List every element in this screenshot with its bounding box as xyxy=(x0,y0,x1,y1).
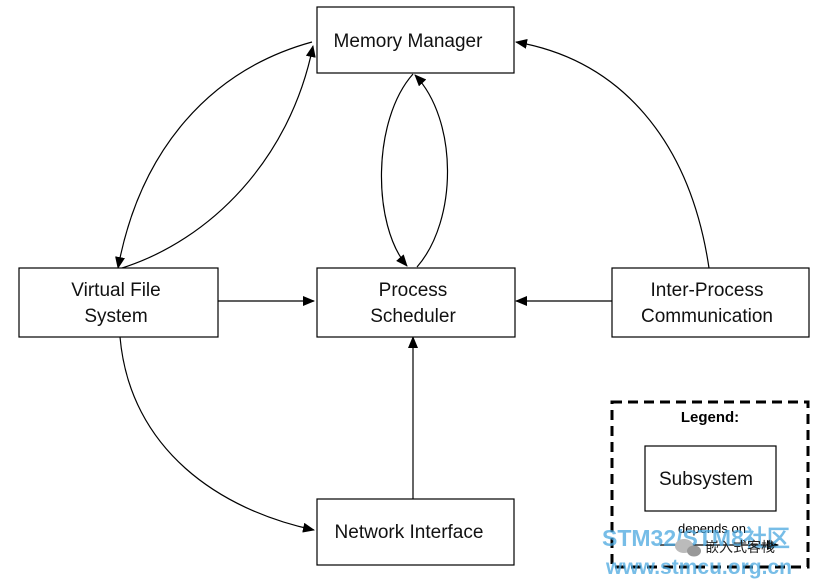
node-network-interface: Network Interface xyxy=(316,498,515,566)
network-interface-label: Network Interface xyxy=(335,522,484,543)
watermark-url-text: www.stmcu.org.cn xyxy=(605,556,792,579)
edge-memory-manager-to-virtual-file-system xyxy=(115,41,313,269)
memory-manager-label: Memory Manager xyxy=(334,31,484,52)
watermark: STM32/STM8社区 www.stmcu.org.cn 嵌入式客栈 xyxy=(602,525,792,579)
node-inter-process-communication: Inter-Process Communication xyxy=(611,267,810,338)
wechat-icon xyxy=(675,539,701,557)
node-memory-manager: Memory Manager xyxy=(316,6,515,74)
process-scheduler-label-line-2: Scheduler xyxy=(370,306,456,327)
edge-process-scheduler-to-memory-manager xyxy=(414,74,449,268)
watermark-account-text: 嵌入式客栈 xyxy=(705,539,775,556)
process-scheduler-label-line-1: Process xyxy=(379,280,448,301)
legend-subsystem-label: Subsystem xyxy=(659,469,753,490)
legend-subsystem-box: Subsystem xyxy=(644,445,777,512)
legend-arrow-label: depends on xyxy=(678,521,746,536)
edge-memory-manager-to-process-scheduler xyxy=(380,73,414,267)
edge-virtual-file-system-to-memory-manager xyxy=(121,45,316,269)
virtual-file-system-label-line-2: System xyxy=(84,306,147,327)
legend: Legend: Subsystem depends on xyxy=(610,400,810,569)
node-virtual-file-system: Virtual File System xyxy=(18,267,219,338)
node-process-scheduler: Process Scheduler xyxy=(316,267,516,338)
edge-inter-process-communication-to-memory-manager xyxy=(515,38,710,269)
inter-process-communication-label-line-1: Inter-Process xyxy=(651,280,764,301)
inter-process-communication-label-line-2: Communication xyxy=(641,306,773,327)
edges xyxy=(115,38,710,533)
virtual-file-system-label-line-1: Virtual File xyxy=(71,280,160,301)
legend-title: Legend: xyxy=(681,409,739,426)
edge-virtual-file-system-to-network-interface xyxy=(119,336,315,533)
